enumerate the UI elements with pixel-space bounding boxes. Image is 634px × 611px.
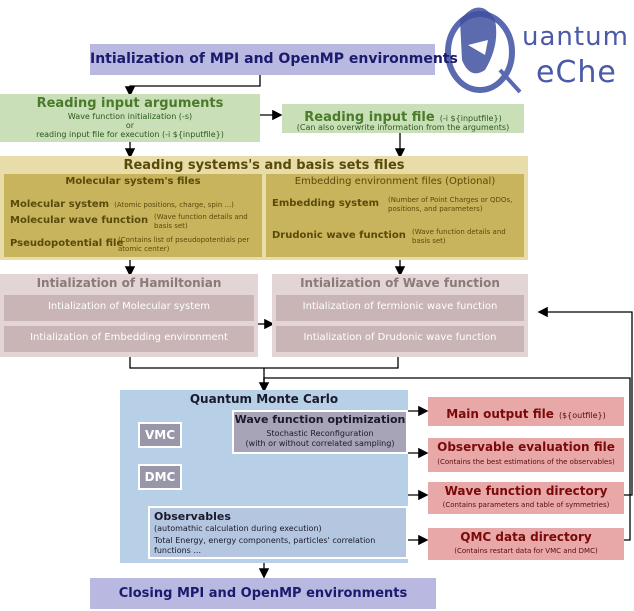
optimization-line2: (with or without correlated sampling)	[245, 439, 395, 448]
quantum-mechanics-logo: uantum eChe	[440, 0, 634, 100]
embedding-system-note1: (Number of Point Charges or QDOs,	[388, 196, 513, 204]
pseudopotential-note2: atomic center)	[118, 245, 170, 253]
optimization-title: Wave function optimization	[234, 413, 406, 426]
reading-file-title: Reading input file	[304, 110, 435, 125]
output-wavefunction-title: Wave function directory	[444, 484, 608, 498]
output-main-box: Main output file (${outfile})	[428, 397, 624, 426]
reading-file-sub: (Can also overwrite information from the…	[296, 123, 510, 132]
logo-graphic	[445, 7, 522, 94]
molecular-wf-name: Molecular wave function	[10, 215, 149, 226]
embedding-files-box: Embedding environment files (Optional) E…	[266, 174, 524, 257]
output-wavefunction-sub: (Contains parameters and table of symmet…	[442, 501, 610, 509]
embedding-system-name: Embedding system	[272, 198, 380, 209]
hamiltonian-title: Intialization of Hamiltonian	[36, 276, 222, 290]
wavefunction-title: Intialization of Wave function	[300, 276, 500, 290]
wavefunction-item-drudonic: Intialization of Drudonic wave function	[276, 326, 524, 352]
output-main-note: (${outfile})	[558, 411, 606, 420]
logo-line1: uantum	[522, 22, 629, 52]
output-qmc-box: QMC data directory (Contains restart dat…	[428, 528, 624, 560]
output-observable-sub: (Contains the best estimations of the ob…	[437, 458, 615, 466]
pseudopotential-name: Pseudopotential file	[10, 238, 124, 249]
drudonic-wf-note1: (Wave function details and	[412, 228, 506, 236]
observables-line2: Total Energy, energy components, particl…	[154, 536, 376, 545]
drudonic-wf-note2: basis set)	[412, 237, 446, 245]
observables-line3: functions ...	[154, 546, 202, 555]
dmc-label: DMC	[144, 470, 176, 484]
embedding-system-note2: positions, and parameters)	[388, 205, 483, 213]
output-main-row: Main output file (${outfile})	[428, 403, 624, 422]
observables-title: Observables	[154, 510, 231, 523]
reading-args-line2: or	[125, 121, 135, 130]
hamiltonian-item-embedding-label: Intialization of Embedding environment	[30, 332, 228, 343]
init-mpi-box: Intialization of MPI and OpenMP environm…	[90, 44, 458, 75]
systems-title: Reading systems's and basis sets files	[123, 158, 405, 173]
init-mpi-label: Intialization of MPI and OpenMP environm…	[90, 51, 458, 67]
optimization-line1: Stochastic Reconfiguration	[266, 429, 374, 438]
reading-args-title: Reading input arguments	[36, 96, 224, 111]
molecular-system-row: Molecular system (Atomic positions, char…	[10, 192, 234, 211]
molecular-system-name: Molecular system	[10, 199, 110, 210]
closing-box: Closing MPI and OpenMP environments	[90, 578, 436, 609]
hamiltonian-item-molecular-label: Intialization of Molecular system	[47, 301, 211, 312]
qmc-title: Quantum Monte Carlo	[189, 392, 339, 406]
drudonic-wf-name: Drudonic wave function	[272, 230, 406, 241]
optimization-box: Wave function optimization Stochastic Re…	[232, 410, 408, 454]
wavefunction-item-fermionic-label: Intialization of fermionic wave function	[302, 301, 498, 312]
molecular-files-box: Molecular system's files Molecular syste…	[4, 174, 262, 257]
output-qmc-sub: (Contains restart data for VMC and DMC)	[454, 547, 598, 555]
output-main-title: Main output file	[446, 407, 554, 421]
vmc-box: VMC	[138, 422, 182, 448]
reading-args-box: Reading input arguments Wave function in…	[0, 94, 260, 142]
systems-box: Reading systems's and basis sets files M…	[0, 156, 528, 260]
observables-line1: (automathic calculation during execution…	[154, 524, 322, 533]
reading-file-box: Reading input file (-i ${inputfile}) (Ca…	[282, 104, 524, 133]
logo-line2: eChe	[536, 55, 617, 90]
hamiltonian-box: Intialization of Hamiltonian Intializati…	[0, 274, 258, 357]
molecular-files-header: Molecular system's files	[65, 176, 201, 187]
hamiltonian-item-molecular: Intialization of Molecular system	[4, 295, 254, 321]
embedding-files-header: Embedding environment files (Optional)	[294, 176, 496, 187]
output-wavefunction-box: Wave function directory (Contains parame…	[428, 482, 624, 514]
vmc-label: VMC	[144, 428, 176, 442]
reading-file-title-row: Reading input file (-i ${inputfile})	[282, 106, 524, 125]
molecular-wf-note1: (Wave function details and	[154, 213, 248, 221]
molecular-system-note: (Atomic positions, charge, spin ...)	[114, 201, 234, 209]
reading-file-note: (-i ${inputfile})	[439, 114, 502, 123]
output-qmc-title: QMC data directory	[460, 530, 592, 544]
output-observable-title: Observable evaluation file	[437, 440, 615, 454]
closing-label: Closing MPI and OpenMP environments	[118, 586, 408, 601]
observables-box: Observables (automathic calculation duri…	[148, 506, 408, 559]
wavefunction-item-drudonic-label: Intialization of Drudonic wave function	[303, 332, 497, 343]
reading-args-line3: reading input file for execution (-i ${i…	[36, 130, 224, 139]
molecular-wf-note2: basis set)	[154, 222, 188, 230]
wavefunction-box: Intialization of Wave function Intializa…	[272, 274, 528, 357]
output-observable-box: Observable evaluation file (Contains the…	[428, 438, 624, 472]
dmc-box: DMC	[138, 464, 182, 490]
reading-args-line1: Wave function initialization (-s)	[67, 112, 193, 121]
pseudopotential-note1: (Contains list of pseudopotentials per	[118, 236, 250, 244]
wavefunction-item-fermionic: Intialization of fermionic wave function	[276, 295, 524, 321]
hamiltonian-item-embedding: Intialization of Embedding environment	[4, 326, 254, 352]
